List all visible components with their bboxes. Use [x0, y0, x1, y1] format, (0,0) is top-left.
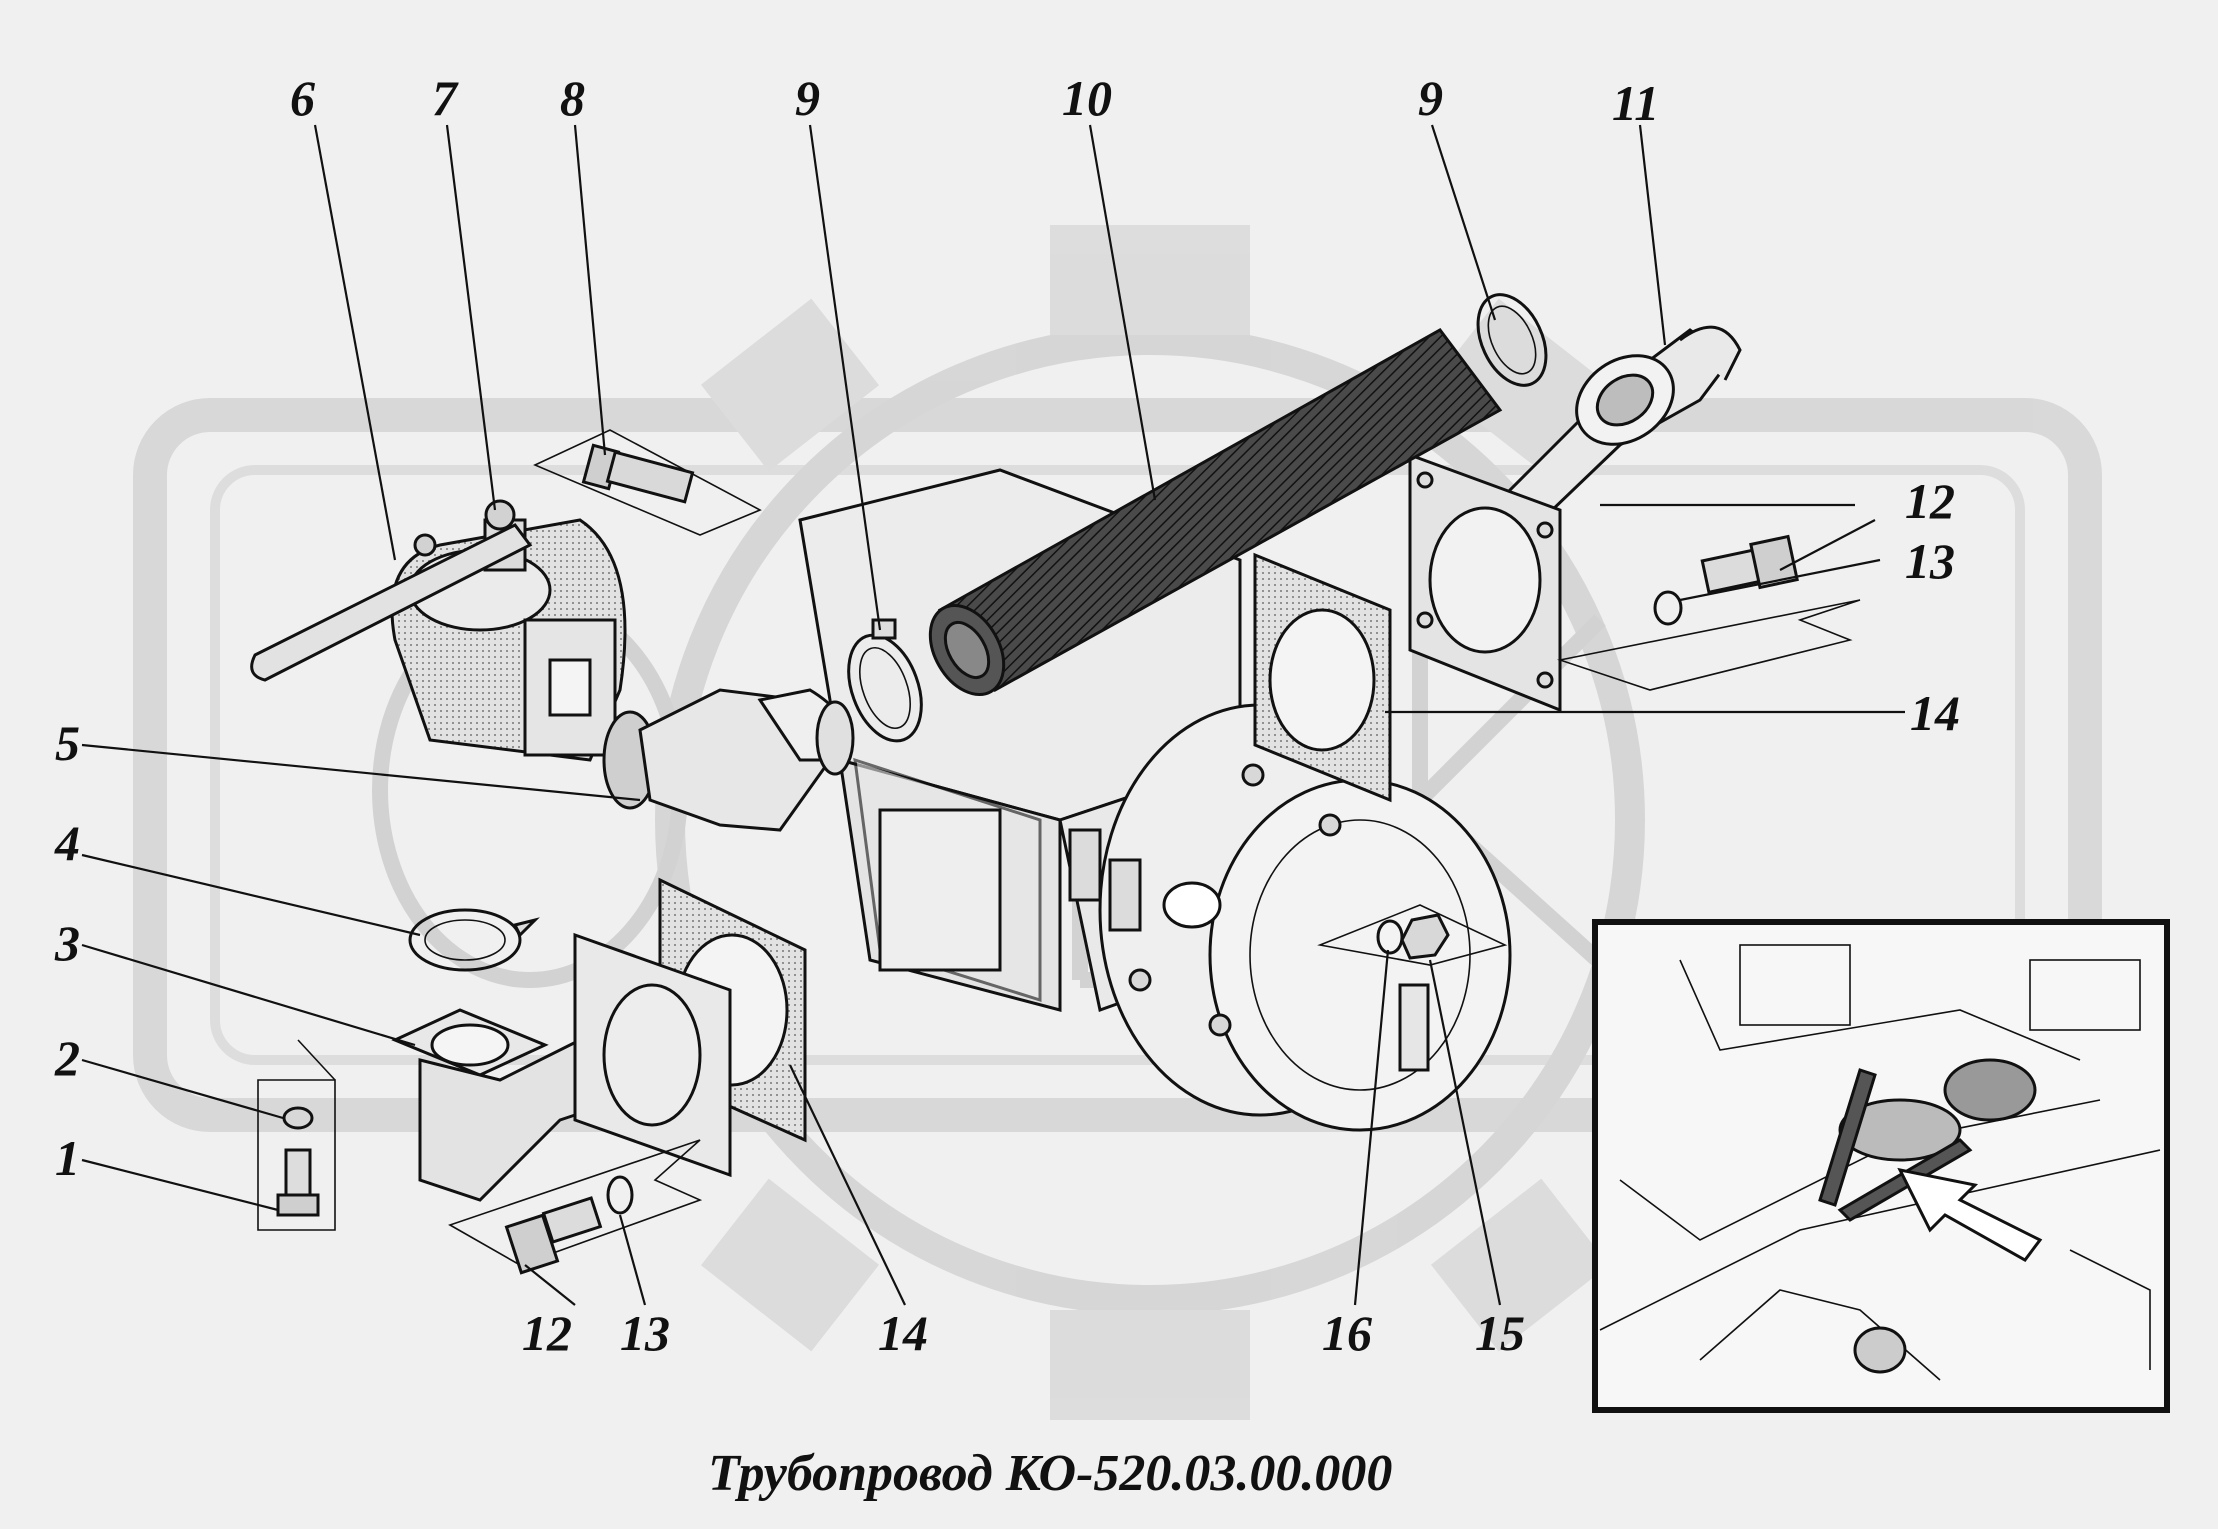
- callout-9-right: 9: [1418, 70, 1443, 126]
- callout-7: 7: [432, 70, 459, 126]
- callout-8: 8: [560, 70, 585, 126]
- nut-washer-15-16: [1317, 904, 1508, 1072]
- callout-16: 16: [1322, 1305, 1372, 1361]
- inlet-pipe-part-3: [391, 932, 732, 1202]
- callout-14-lower: 14: [878, 1305, 928, 1361]
- callout-labels: 1 2 3 4 5 6 7 8 9 10 9 11 12 13 14 12 13…: [54, 70, 1960, 1361]
- callout-12-lower: 12: [522, 1305, 572, 1361]
- bolt-group-12-13-lower: [448, 1139, 703, 1275]
- leader-lines: [81, 124, 1905, 1306]
- callout-9-left: 9: [795, 70, 820, 126]
- callout-14-right: 14: [1910, 685, 1960, 741]
- diagram-title: Трубопровод КО-520.03.00.000: [708, 1445, 1392, 1502]
- hose-part-10: [928, 328, 1503, 697]
- callout-10: 10: [1062, 70, 1112, 126]
- callout-11: 11: [1612, 75, 1659, 131]
- callout-6: 6: [290, 70, 315, 126]
- engine-body: [798, 468, 1512, 1132]
- inset-photo: [1592, 919, 2170, 1413]
- callout-1: 1: [55, 1130, 80, 1186]
- bolt-group-12-13-upper: [1556, 534, 1861, 691]
- callout-15: 15: [1475, 1305, 1525, 1361]
- gasket-upper: [1253, 552, 1392, 803]
- callout-13-lower: 13: [620, 1305, 670, 1361]
- callout-3: 3: [54, 915, 80, 971]
- lever-handle-part-6: [250, 523, 533, 682]
- elbow-part-5: [602, 688, 855, 832]
- callout-12-upper: 12: [1905, 473, 1955, 529]
- elbow-pipe-part-11: [1408, 325, 1742, 713]
- callout-4: 4: [54, 815, 80, 871]
- bolt-part-8: [533, 429, 762, 536]
- ring-part-4: [408, 908, 540, 972]
- clamp-part-9-right: [1476, 293, 1548, 387]
- bolt-group-1-2: [257, 1039, 336, 1231]
- callout-13-upper: 13: [1905, 533, 1955, 589]
- callout-5: 5: [55, 715, 80, 771]
- callout-2: 2: [54, 1030, 80, 1086]
